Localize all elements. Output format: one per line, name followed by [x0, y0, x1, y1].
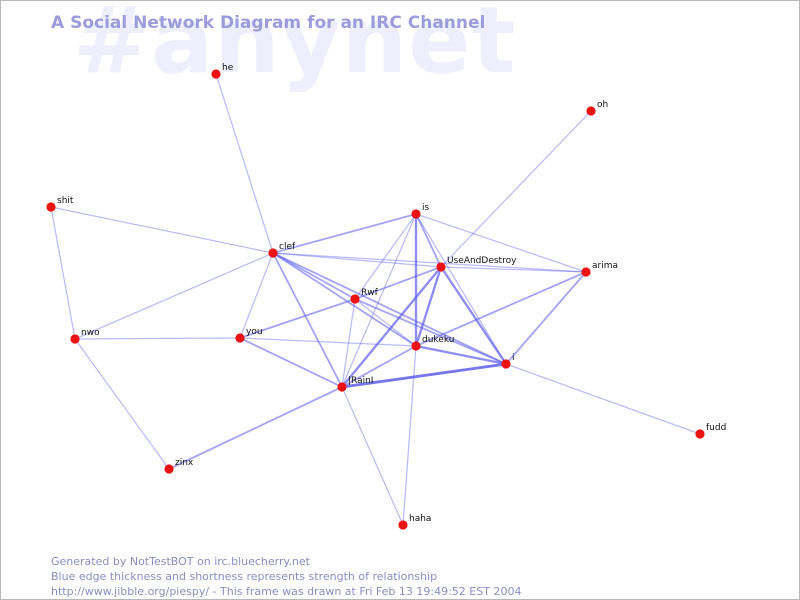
edge-UseAndDestroy-i	[440, 266, 507, 365]
edge-clef-i	[272, 252, 507, 365]
edge-Rwf-i	[354, 298, 507, 365]
channel-watermark: #anynet	[73, 0, 517, 94]
edge-clef-arima	[272, 252, 587, 273]
node-haha: haha	[398, 514, 431, 530]
node-label-zinx: zinx	[175, 458, 194, 468]
footer-legend-line: Blue edge thickness and shortness repres…	[51, 570, 438, 583]
node-dot-dukeku	[411, 341, 421, 351]
footer: Generated by NotTestBOT on irc.bluecherr…	[51, 554, 521, 599]
node-label-dukeku: dukeku	[422, 335, 454, 345]
edge-shit-nwo	[50, 206, 76, 340]
edge-is-Rwf	[354, 213, 417, 300]
node-label-nwo: nwo	[81, 328, 100, 338]
edge-clef-Rwf	[272, 252, 356, 300]
node-dot-arima	[581, 267, 591, 277]
edge-dukeku-i	[415, 344, 507, 366]
node-Rwf: Rwf	[350, 288, 379, 304]
edge-UseAndDestroy-IRainI	[341, 266, 442, 388]
node-label-UseAndDestroy: UseAndDestroy	[447, 256, 517, 266]
node-label-clef: clef	[279, 242, 296, 252]
edge-is-i	[415, 213, 507, 365]
node-label-you: you	[246, 327, 263, 337]
edge-layer	[50, 73, 701, 526]
edge-UseAndDestroy-Rwf	[354, 266, 442, 300]
node-you: you	[235, 327, 263, 343]
edge-nwo-zinx	[74, 338, 170, 470]
edge-is-IRainI	[341, 213, 417, 388]
node-label-is: is	[422, 203, 430, 213]
edge-arima-dukeku	[415, 271, 587, 347]
edge-you-IRainI	[239, 337, 343, 388]
edge-UseAndDestroy-dukeku	[414, 266, 443, 347]
footer-url-line: http://www.jibble.org/piespy/ - This fra…	[51, 585, 522, 598]
node-dot-IRainI	[337, 382, 347, 392]
node-label-arima: arima	[592, 261, 618, 271]
node-dot-Rwf	[350, 294, 360, 304]
node-shit: shit	[46, 196, 74, 212]
node-IRainI: |RainI	[337, 376, 373, 392]
edge-clef-dukeku	[272, 252, 417, 347]
diagram-title: A Social Network Diagram for an IRC Chan…	[51, 13, 486, 33]
node-UseAndDestroy: UseAndDestroy	[436, 256, 517, 272]
edge-IRainI-zinx	[168, 386, 343, 470]
node-nwo: nwo	[70, 328, 100, 344]
node-label-IRainI: |RainI	[348, 376, 373, 386]
edge-he-clef	[215, 73, 274, 254]
node-dot-is	[411, 209, 421, 219]
node-he: he	[211, 63, 234, 79]
node-label-shit: shit	[57, 196, 74, 206]
node-dot-oh	[586, 106, 596, 116]
node-label-he: he	[222, 63, 234, 73]
node-dot-shit	[46, 202, 56, 212]
edge-shit-clef	[50, 206, 274, 254]
node-is: is	[411, 203, 430, 219]
edge-IRainI-haha	[341, 386, 404, 526]
node-dot-zinx	[164, 464, 174, 474]
edge-dukeku-IRainI	[341, 345, 417, 388]
node-dot-UseAndDestroy	[436, 262, 446, 272]
node-label-Rwf: Rwf	[361, 288, 379, 298]
node-arima: arima	[581, 261, 618, 277]
edge-you-dukeku	[239, 337, 417, 347]
edge-Rwf-dukeku	[354, 298, 417, 347]
node-dot-fudd	[695, 429, 705, 439]
edge-nwo-you	[74, 337, 241, 340]
node-dot-nwo	[70, 334, 80, 344]
edge-clef-IRainI	[272, 252, 343, 388]
edge-dukeku-haha	[402, 345, 417, 526]
edge-clef-you	[239, 252, 274, 339]
edge-is-arima	[415, 213, 587, 273]
edge-oh-UseAndDestroy	[440, 110, 592, 268]
edge-nwo-clef	[74, 252, 274, 340]
node-label-haha: haha	[409, 514, 431, 524]
node-zinx: zinx	[164, 458, 194, 474]
node-clef: clef	[268, 242, 296, 258]
node-label-fudd: fudd	[706, 423, 726, 433]
node-dot-i	[501, 359, 511, 369]
edge-clef-is	[272, 213, 417, 254]
node-fudd: fudd	[695, 423, 726, 439]
node-dukeku: dukeku	[411, 335, 454, 351]
node-label-oh: oh	[597, 100, 608, 110]
edge-IRainI-i	[341, 362, 507, 389]
node-label-i: i	[512, 353, 515, 363]
edge-Rwf-you	[239, 298, 356, 339]
edge-Rwf-IRainI	[341, 298, 356, 388]
edge-UseAndDestroy-arima	[440, 266, 587, 273]
edge-clef-UseAndDestroy	[272, 252, 442, 268]
edge-arima-i	[505, 271, 587, 365]
footer-generated-line: Generated by NotTestBOT on irc.bluecherr…	[51, 555, 310, 568]
node-dot-you	[235, 333, 245, 343]
edge-is-UseAndDestroy	[415, 213, 442, 268]
node-oh: oh	[586, 100, 608, 116]
node-dot-haha	[398, 520, 408, 530]
node-dot-he	[211, 69, 221, 79]
edge-i-fudd	[505, 363, 701, 435]
node-dot-clef	[268, 248, 278, 258]
node-i: i	[501, 353, 515, 369]
